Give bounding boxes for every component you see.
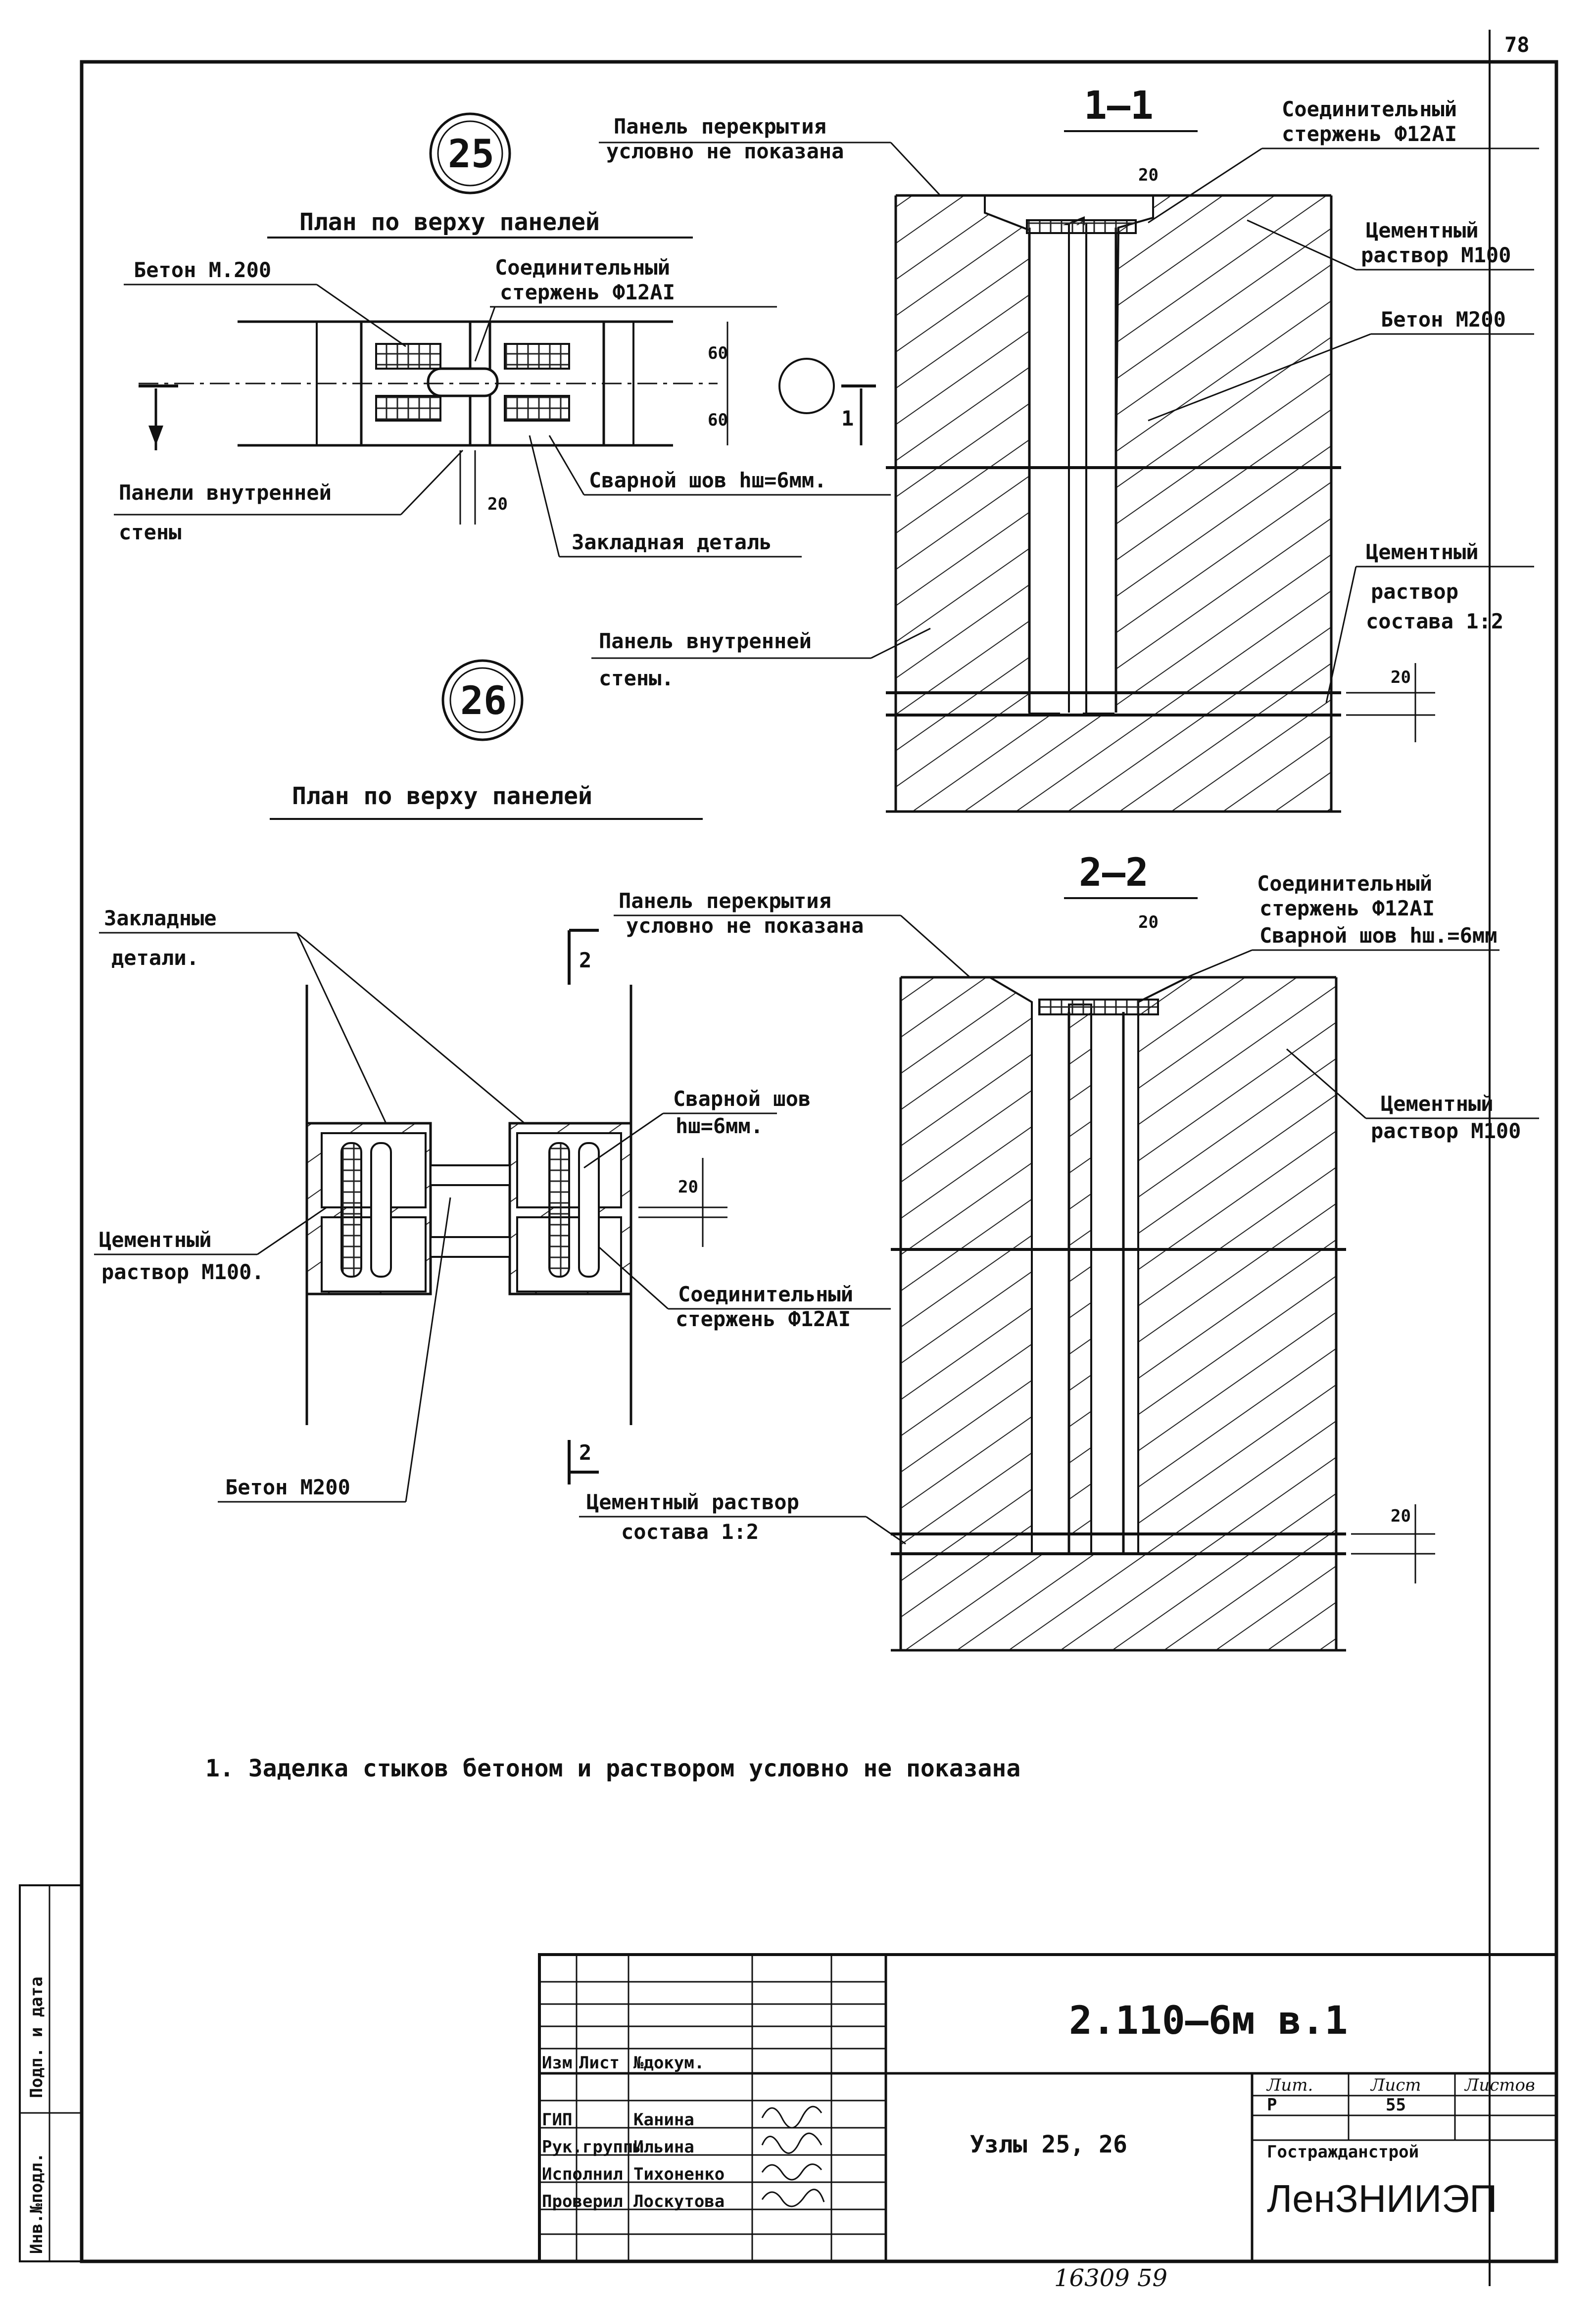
- signature-1: [761, 2132, 822, 2154]
- section-22-dim-20top: 20: [1138, 912, 1159, 932]
- lit-value: Р: [1267, 2095, 1277, 2115]
- bottom-number: 16309 59: [1054, 2264, 1167, 2292]
- node-26-mortar-label-2: раствор М100.: [101, 1260, 264, 1284]
- signature-0: [761, 2106, 822, 2129]
- node-25-dim-60b: 60: [708, 410, 728, 430]
- node-25-cut-mark: 1: [841, 406, 854, 431]
- signature-2: [761, 2163, 822, 2181]
- org-name-1: Гостражданстрой: [1267, 2142, 1419, 2162]
- section-11-dim-20side: 20: [1391, 668, 1411, 687]
- section-11-rod-label: Соединительный: [1282, 97, 1457, 121]
- doc-code: 2.110—6м в.1: [1069, 1999, 1348, 2043]
- section-22-mortar12-label-2: состава 1:2: [621, 1520, 759, 1544]
- section-11-mortar12-label-2: раствор: [1371, 579, 1458, 604]
- section-22-dim-20side: 20: [1391, 1506, 1411, 1526]
- node-25-weld-label: Сварной шов hш=6мм.: [589, 468, 826, 492]
- node-25-beton-label: Бетон М.200: [134, 258, 271, 282]
- node-26-rod-label-2: стержень Ф12АI: [676, 1307, 851, 1331]
- hdr-list: Лист: [579, 2053, 620, 2073]
- node-25-marker: [429, 112, 511, 194]
- sheets-label: Листов: [1464, 2075, 1535, 2095]
- section-11-rod-label-2: стержень Ф12АI: [1282, 122, 1457, 146]
- section-11-dim-20top: 20: [1138, 165, 1159, 185]
- node-25-embed-label: Закладная деталь: [572, 530, 772, 554]
- section-22-slab-label-2: условно не показана: [626, 913, 864, 938]
- row-role-1: Рук.группы: [542, 2137, 643, 2157]
- node-26-rod-label: Соединительный: [678, 1282, 853, 1306]
- side-stamp-sign: Подп. и дата: [27, 1976, 47, 2098]
- node-26-cut-mark: 2: [579, 948, 591, 972]
- section-22-title: 2—2: [1079, 851, 1149, 895]
- drawing-title: Узлы 25, 26: [970, 2131, 1127, 2158]
- section-22-rod-label-2: стержень Ф12АI: [1259, 896, 1435, 920]
- org-name-2: ЛенЗНИИЭП: [1267, 2177, 1497, 2220]
- node-26-beton-label: Бетон М200: [225, 1475, 350, 1499]
- node-26-weld-label: Сварной шов: [673, 1087, 811, 1111]
- node-26-embeds-label-2: детали.: [111, 946, 199, 970]
- side-stamp-inv: Инв.№подл.: [27, 2153, 47, 2254]
- row-name-1: Ильина: [633, 2137, 694, 2157]
- node-26-marker: [441, 659, 524, 741]
- section-11-mortar100-label-2: раствор М100: [1361, 243, 1511, 267]
- node-25-dim-20: 20: [487, 494, 508, 514]
- row-role-0: ГИП: [542, 2110, 572, 2130]
- row-name-0: Канина: [633, 2110, 694, 2130]
- node-25-rod-label: Соединительный: [495, 255, 670, 280]
- hdr-izm: Изм: [542, 2053, 572, 2073]
- section-11-mortar12-label-3: состава 1:2: [1366, 609, 1503, 633]
- node-26-number: 26: [460, 679, 507, 723]
- section-22-rod-label: Соединительный: [1257, 871, 1432, 896]
- section-22-mortar100-label-2: раствор М100: [1371, 1119, 1521, 1143]
- node-26-cut-mark-bottom: 2: [579, 1440, 591, 1465]
- node-25-rod-label-2: стержень Ф12АI: [500, 280, 675, 304]
- section-11-mortar12-label: Цементный: [1366, 540, 1479, 564]
- node-26-embeds-label: Закладные: [104, 906, 217, 930]
- node-25-number: 25: [448, 132, 494, 177]
- section-11-mortar100-label: Цементный: [1366, 218, 1479, 242]
- node-25-plan: [139, 320, 718, 447]
- section-11-slab-label: Панель перекрытия: [614, 114, 826, 139]
- node-26-plan-title: План по верху панелей: [292, 782, 592, 810]
- lit-label: Лит.: [1266, 2075, 1313, 2095]
- row-role-2: Исполнил: [542, 2164, 623, 2184]
- section-11-wall-label-2: стены.: [599, 666, 674, 690]
- hdr-ndoc: №докум.: [633, 2053, 704, 2073]
- node-26-plan: [305, 985, 632, 1425]
- side-stamp: Инв.№подл. Подп. и дата: [19, 1884, 83, 2262]
- section-11-drawing: [886, 194, 1341, 813]
- row-name-3: Лоскутова: [633, 2192, 725, 2211]
- sheet-value: 55: [1386, 2095, 1406, 2115]
- general-note: 1. Заделка стыков бетоном и раствором ус…: [205, 1755, 1020, 1782]
- section-11-title: 1—1: [1084, 84, 1154, 128]
- row-name-2: Тихоненко: [633, 2164, 725, 2184]
- node-26-weld-label-2: hш=6мм.: [676, 1114, 763, 1138]
- title-block: [538, 1953, 1558, 2263]
- section-22-mortar100-label: Цементный: [1381, 1092, 1494, 1116]
- node-26-dim-20: 20: [678, 1177, 698, 1197]
- node-25-dim-60a: 60: [708, 343, 728, 363]
- section-22-drawing: [891, 976, 1346, 1652]
- section-11-wall-label: Панель внутренней: [599, 629, 812, 653]
- section-22-weld-label: Сварной шов hш.=6мм: [1259, 923, 1497, 948]
- section-22-slab-label: Панель перекрытия: [619, 889, 831, 913]
- node-25-walls-label: Панели внутренней: [119, 480, 332, 505]
- sheet-label: Лист: [1370, 2075, 1421, 2095]
- section-11-beton200-label: Бетон М200: [1381, 307, 1506, 332]
- node-26-mortar-label: Цементный: [99, 1228, 212, 1252]
- node-25-plan-title: План по верху панелей: [299, 208, 600, 236]
- section-22-mortar12-label: Цементный раствор: [586, 1490, 799, 1514]
- signature-3: [761, 2189, 825, 2207]
- sheet-corner-number: 78: [1504, 33, 1530, 57]
- node-25-walls-label-2: стены: [119, 520, 181, 544]
- row-role-3: Проверил: [542, 2192, 623, 2211]
